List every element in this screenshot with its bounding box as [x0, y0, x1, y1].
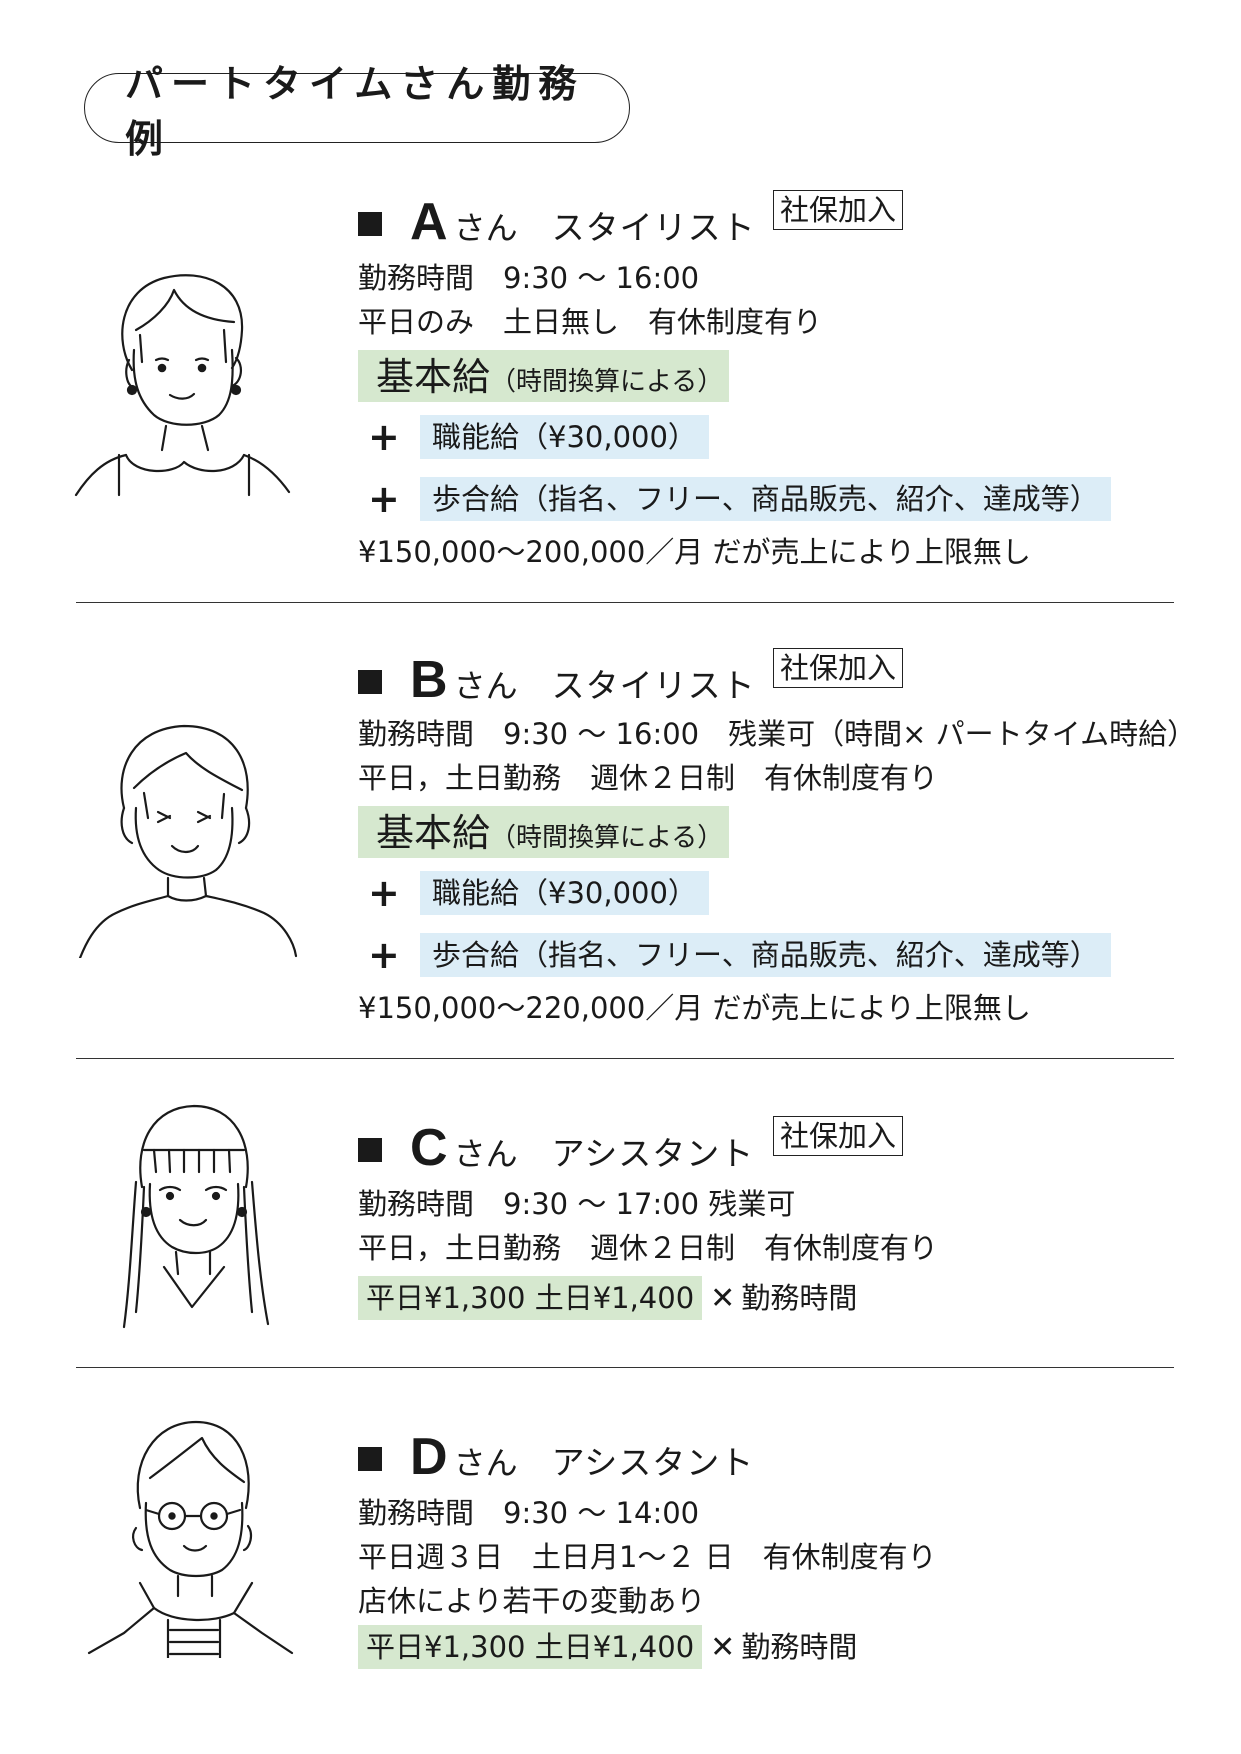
base-pay-label: 基本給: [376, 811, 491, 855]
times-icon: ✕: [710, 1281, 736, 1316]
hourly-rate-row: 平日¥1,300 土日¥1,400✕勤務時間: [358, 1625, 937, 1670]
person-letter: A: [410, 193, 448, 251]
avatar-d: [84, 1408, 304, 1662]
person-a-heading: A さん スタイリスト 社保加入: [358, 188, 1111, 248]
detail-line: 平日週３日 土日月1～２ 日 有休制度有り: [358, 1540, 937, 1574]
bullet-square-icon: [358, 1138, 382, 1162]
person-d-heading: D さん アシスタント: [358, 1423, 937, 1483]
person-c: C さん アシスタント 社保加入 勤務時間 9:30 ～ 17:00 残業可 平…: [358, 1114, 938, 1321]
base-pay-note: （時間換算による）: [490, 823, 724, 853]
person-letter: B: [410, 651, 448, 709]
plus-icon: +: [368, 933, 400, 977]
detail-line: 平日，土日勤務 週休２日制 有休制度有り: [358, 1231, 939, 1265]
detail-line: 平日のみ 土日無し 有休制度有り: [358, 305, 823, 339]
avatar-c: [84, 1092, 304, 1336]
base-pay: 基本給（時間換算による）: [358, 806, 730, 858]
rate-suffix: 勤務時間: [741, 1281, 858, 1315]
avatar-b: [74, 708, 304, 962]
avatar-a: [74, 250, 304, 504]
detail-line: 勤務時間 9:30 ～ 17:00 残業可: [358, 1187, 796, 1221]
base-pay: 基本給（時間換算による）: [358, 350, 730, 402]
bullet-square-icon: [358, 212, 382, 236]
plus-row: + 歩合給（指名、フリー、商品販売、紹介、達成等）: [358, 924, 1196, 986]
hourly-rate-row: 平日¥1,300 土日¥1,400✕勤務時間: [358, 1276, 938, 1321]
person-b-heading: B さん スタイリスト 社保加入: [358, 646, 1196, 706]
insurance-badge: 社保加入: [773, 1116, 904, 1156]
bullet-square-icon: [358, 670, 382, 694]
skill-pay: 職能給（¥30,000）: [420, 871, 709, 915]
skill-pay: 職能給（¥30,000）: [420, 415, 709, 459]
person-role: スタイリスト: [551, 208, 756, 247]
person-letter: D: [410, 1428, 448, 1486]
person-role: アシスタント: [551, 1443, 755, 1482]
person-c-heading: C さん アシスタント 社保加入: [358, 1114, 938, 1174]
person-d: D さん アシスタント 勤務時間 9:30 ～ 14:00 平日週３日 土日月1…: [358, 1423, 937, 1670]
bullet-square-icon: [358, 1447, 382, 1471]
divider: [76, 1058, 1174, 1059]
person-b: B さん スタイリスト 社保加入 勤務時間 9:30 ～ 16:00 残業可（時…: [358, 646, 1196, 1030]
commission-pay: 歩合給（指名、フリー、商品販売、紹介、達成等）: [420, 477, 1111, 521]
detail-line: 勤務時間 9:30 ～ 14:00: [358, 1496, 700, 1530]
person-a: A さん スタイリスト 社保加入 勤務時間 9:30 ～ 16:00 平日のみ …: [358, 188, 1111, 574]
person-suffix: さん: [453, 1135, 518, 1173]
person-letter: C: [410, 1119, 448, 1177]
base-pay-label: 基本給: [376, 355, 491, 399]
plus-row: + 職能給（¥30,000）: [358, 406, 1111, 468]
divider: [76, 1367, 1174, 1368]
plus-icon: +: [368, 415, 400, 459]
plus-row: + 歩合給（指名、フリー、商品販売、紹介、達成等）: [358, 468, 1111, 530]
plus-icon: +: [368, 871, 400, 915]
base-pay-note: （時間換算による）: [490, 367, 724, 397]
hourly-rate: 平日¥1,300 土日¥1,400: [358, 1625, 703, 1669]
salary-range: ¥150,000～200,000／月 だが売上により上限無し: [358, 535, 1031, 569]
person-suffix: さん: [453, 1444, 518, 1482]
detail-line: 勤務時間 9:30 ～ 16:00: [358, 261, 700, 295]
insurance-badge: 社保加入: [773, 648, 904, 688]
detail-line: 店休により若干の変動あり: [358, 1584, 706, 1618]
person-role: アシスタント: [551, 1134, 755, 1173]
insurance-badge: 社保加入: [773, 190, 904, 230]
detail-line: 平日，土日勤務 週休２日制 有休制度有り: [358, 761, 939, 795]
hourly-rate: 平日¥1,300 土日¥1,400: [358, 1276, 703, 1320]
person-role: スタイリスト: [551, 666, 756, 705]
times-icon: ✕: [710, 1630, 736, 1665]
person-suffix: さん: [453, 667, 518, 705]
salary-range: ¥150,000～220,000／月 だが売上により上限無し: [358, 991, 1031, 1025]
plus-icon: +: [368, 477, 400, 521]
detail-line: 勤務時間 9:30 ～ 16:00 残業可（時間× パートタイム時給）: [358, 717, 1197, 751]
plus-row: + 職能給（¥30,000）: [358, 862, 1196, 924]
person-suffix: さん: [453, 209, 518, 247]
commission-pay: 歩合給（指名、フリー、商品販売、紹介、達成等）: [420, 933, 1111, 977]
rate-suffix: 勤務時間: [741, 1630, 858, 1664]
divider: [76, 602, 1174, 603]
page-title: パートタイムさん勤務例: [84, 62, 630, 161]
